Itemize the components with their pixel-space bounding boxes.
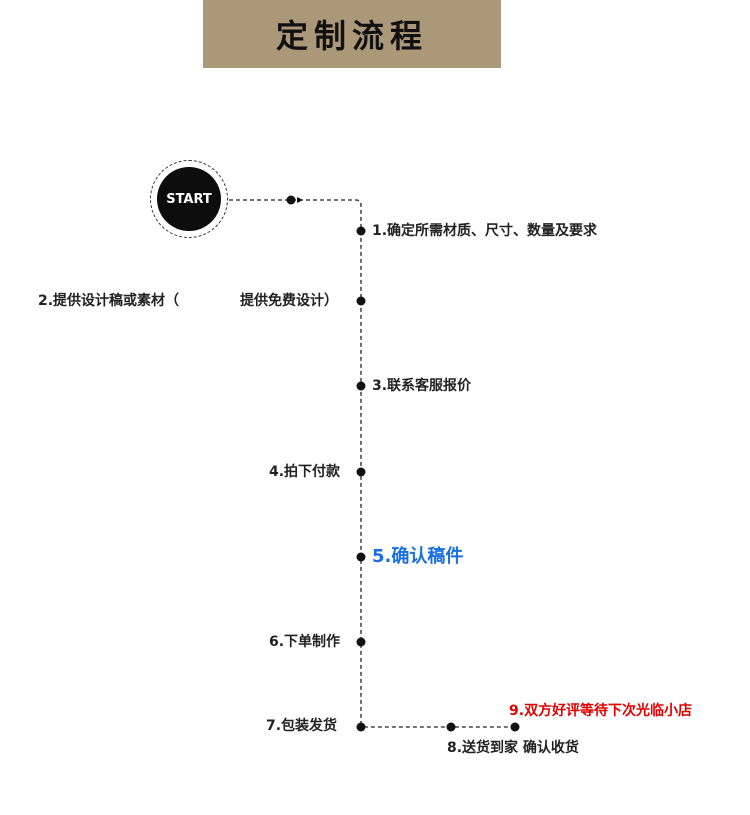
- start-node: START: [157, 167, 221, 231]
- node-dot-1: [356, 226, 366, 236]
- node-dot-arrow: [286, 195, 296, 205]
- node-dot-7: [356, 722, 366, 732]
- step-2-label-right: 提供免费设计）: [240, 293, 338, 309]
- step-4-label: 4.拍下付款: [269, 464, 341, 480]
- node-dot-5: [356, 552, 366, 562]
- step-7-label: 7.包装发货: [266, 718, 338, 734]
- node-dot-2: [356, 296, 366, 306]
- step-3-label: 3.联系客服报价: [372, 378, 472, 394]
- step-2-label-left: 2.提供设计稿或素材（: [38, 293, 180, 309]
- step-8-label: 8.送货到家 确认收货: [447, 740, 579, 756]
- node-dot-6: [356, 637, 366, 647]
- title-banner: 定制流程: [203, 0, 501, 68]
- step-6-label: 6.下单制作: [269, 634, 341, 650]
- arrow-head-icon: [297, 197, 303, 203]
- step-9-number: 9.: [509, 703, 525, 719]
- page-title: 定制流程: [275, 17, 428, 55]
- step-5-label: 5.确认稿件: [372, 546, 464, 567]
- step-9-text: 双方好评等待下次光临小店: [524, 703, 693, 719]
- node-dot-4: [356, 467, 366, 477]
- start-ring: [150, 160, 228, 238]
- node-dot-8: [446, 722, 456, 732]
- node-dot-9: [510, 722, 520, 732]
- node-dot-3: [356, 381, 366, 391]
- step-9-label: 9.双方好评等待下次光临小店: [509, 702, 692, 720]
- start-label: START: [166, 191, 212, 207]
- step-1-label: 1.确定所需材质、尺寸、数量及要求: [372, 223, 598, 239]
